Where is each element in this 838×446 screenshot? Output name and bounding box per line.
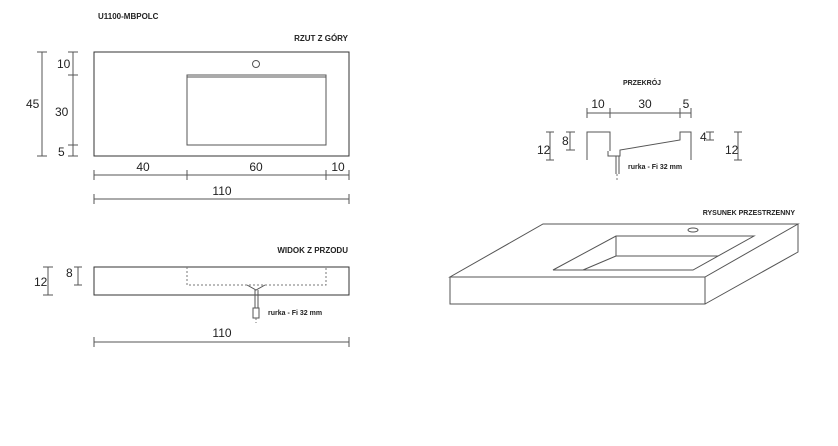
section-width-label: 30 — [638, 97, 652, 111]
section-profile-right — [607, 131, 692, 160]
iso-view: RYSUNEK PRZESTRZENNY — [448, 210, 800, 305]
tap-hole — [252, 60, 260, 68]
top-view-title: RZUT Z GÓRY — [294, 34, 349, 43]
iso-basin-opening — [552, 235, 756, 271]
depth-part-label: 10 — [57, 57, 71, 71]
section-width-label: 10 — [591, 97, 605, 111]
depth-label: 4 — [700, 130, 707, 144]
iso-front-face — [449, 276, 706, 305]
iso-top-face — [448, 223, 800, 278]
height-label: 12 — [34, 275, 48, 289]
front-view-title: WIDOK Z PRZODU — [277, 246, 348, 255]
width-part-label: 60 — [249, 160, 263, 174]
top-view: RZUT Z GÓRY 45 10 30 5 40 60 10 110 — [26, 34, 350, 204]
width-dimension: 40 60 10 110 — [93, 160, 350, 204]
section-width-label: 5 — [683, 97, 690, 111]
width-part-label: 10 — [331, 160, 345, 174]
section-title: PRZEKRÓJ — [623, 78, 661, 87]
width-part-label: 40 — [136, 160, 150, 174]
basin-depth-label: 8 — [66, 266, 73, 280]
section-profile-left — [586, 131, 611, 160]
width-total-label: 110 — [212, 184, 231, 198]
width-total-label: 110 — [212, 326, 231, 340]
section-view: PRZEKRÓJ 10 30 5 rurka - Fi 32 mm 12 8 4… — [537, 78, 742, 180]
basin-outline — [186, 74, 327, 146]
model-code: U1100-MBPOLC — [98, 12, 159, 21]
iso-view-title: RYSUNEK PRZESTRZENNY — [703, 210, 796, 217]
pipe-label: rurka - Fi 32 mm — [628, 164, 682, 171]
hidden-basin — [186, 267, 327, 286]
front-outline — [93, 266, 350, 296]
height-label: 12 — [725, 143, 739, 157]
pipe-label: rurka - Fi 32 mm — [268, 310, 322, 317]
depth-part-label: 5 — [58, 145, 65, 159]
depth-part-label: 30 — [55, 105, 69, 119]
depth-label: 8 — [562, 134, 569, 148]
drain-pipe — [252, 307, 260, 319]
iso-tap-hole — [687, 227, 699, 233]
depth-total-label: 45 — [26, 97, 40, 111]
front-view: WIDOK Z PRZODU rurka - Fi 32 mm 12 8 110 — [34, 246, 350, 347]
depth-dimension: 45 10 30 5 — [26, 51, 78, 159]
height-label: 12 — [537, 143, 551, 157]
countertop-outline — [93, 51, 350, 157]
